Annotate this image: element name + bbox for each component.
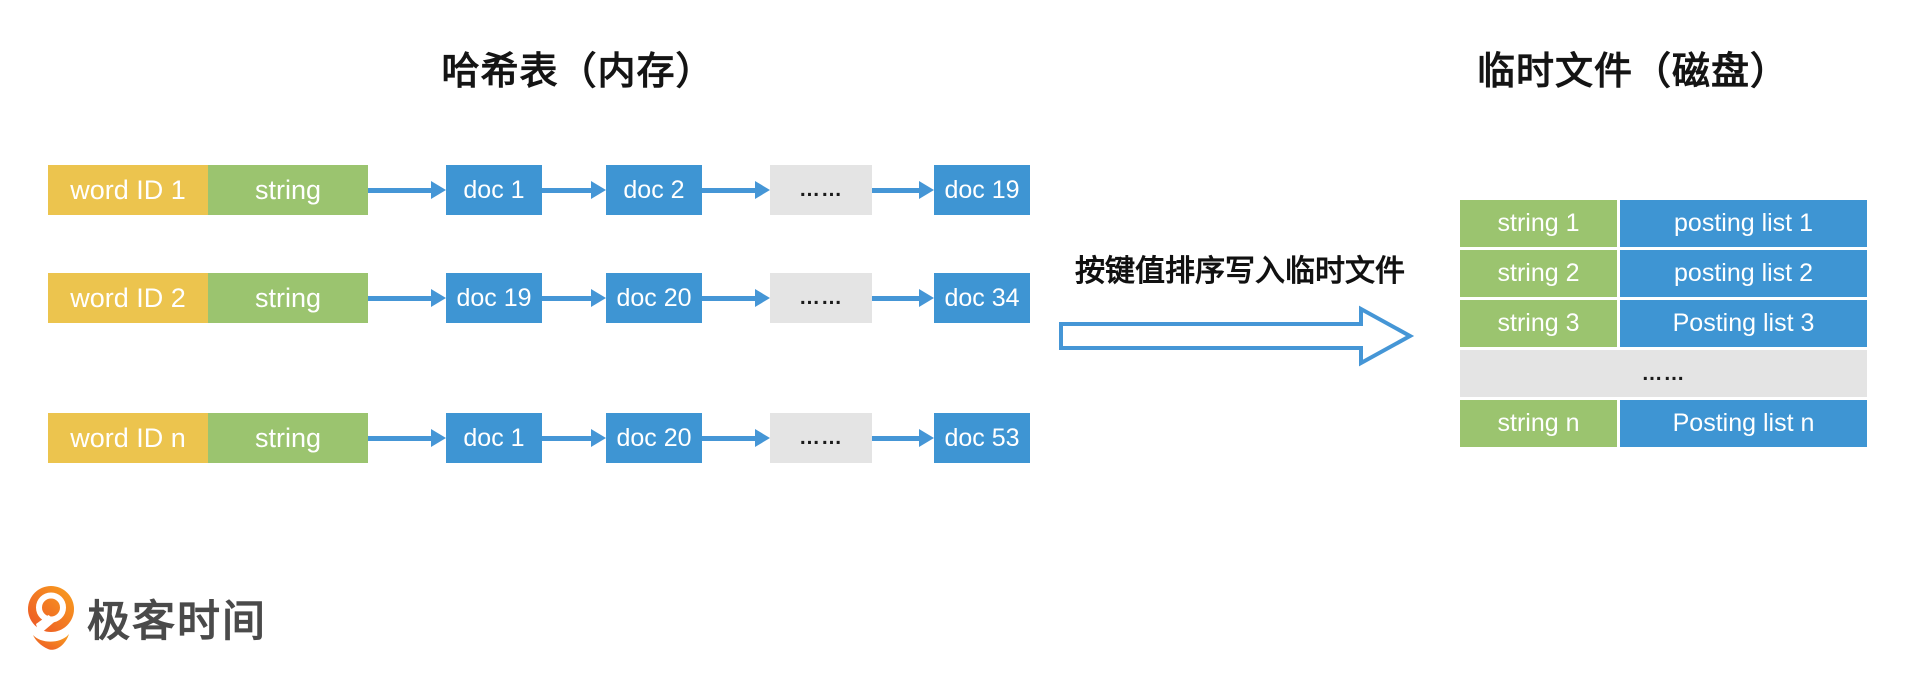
doc-cell: doc 34 bbox=[934, 273, 1030, 323]
posting-list-cell: posting list 1 bbox=[1620, 200, 1867, 247]
ellipsis-row: …… bbox=[1460, 350, 1867, 397]
geektime-logo-text: 极客时间 bbox=[87, 598, 267, 646]
word-id-cell: word ID n bbox=[48, 413, 208, 463]
posting-list-cell: Posting list n bbox=[1620, 400, 1867, 447]
table-row: string 2 posting list 2 bbox=[1460, 250, 1867, 297]
word-id-cell: word ID 2 bbox=[48, 273, 208, 323]
doc-cell: doc 19 bbox=[446, 273, 542, 323]
link-arrow-icon bbox=[702, 181, 770, 199]
doc-cell: doc 1 bbox=[446, 413, 542, 463]
table-row: string 3 Posting list 3 bbox=[1460, 300, 1867, 347]
word-id-cell: word ID 1 bbox=[48, 165, 208, 215]
ellipsis-cell: …… bbox=[770, 413, 872, 463]
string-cell: string 1 bbox=[1460, 200, 1617, 247]
link-arrow-icon bbox=[872, 429, 934, 447]
string-cell: string bbox=[208, 413, 368, 463]
doc-cell: doc 53 bbox=[934, 413, 1030, 463]
string-cell: string 3 bbox=[1460, 300, 1617, 347]
hash-table-title: 哈希表（内存） bbox=[441, 51, 715, 93]
link-arrow-icon bbox=[702, 429, 770, 447]
hash-row: word ID 1 string doc 1 doc 2 …… doc 19 bbox=[48, 165, 1030, 215]
link-arrow-icon bbox=[872, 181, 934, 199]
transfer-arrow-icon bbox=[1059, 305, 1415, 367]
doc-cell: doc 20 bbox=[606, 413, 702, 463]
link-arrow-icon bbox=[368, 181, 446, 199]
link-arrow-icon bbox=[368, 289, 446, 307]
link-arrow-icon bbox=[542, 181, 606, 199]
posting-list-cell: posting list 2 bbox=[1620, 250, 1867, 297]
transfer-label: 按键值排序写入临时文件 bbox=[1075, 255, 1405, 288]
doc-cell: doc 1 bbox=[446, 165, 542, 215]
temp-file-table: string 1 posting list 1 string 2 posting… bbox=[1460, 200, 1867, 450]
hash-row: word ID 2 string doc 19 doc 20 …… doc 34 bbox=[48, 273, 1030, 323]
table-row: string n Posting list n bbox=[1460, 400, 1867, 447]
link-arrow-icon bbox=[542, 429, 606, 447]
temp-file-title: 临时文件（磁盘） bbox=[1476, 51, 1789, 93]
doc-cell: doc 2 bbox=[606, 165, 702, 215]
hash-row: word ID n string doc 1 doc 20 …… doc 53 bbox=[48, 413, 1030, 463]
string-cell: string 2 bbox=[1460, 250, 1617, 297]
ellipsis-cell: …… bbox=[770, 165, 872, 215]
link-arrow-icon bbox=[542, 289, 606, 307]
link-arrow-icon bbox=[702, 289, 770, 307]
string-cell: string bbox=[208, 165, 368, 215]
string-cell: string bbox=[208, 273, 368, 323]
geektime-logo-icon bbox=[28, 586, 74, 650]
doc-cell: doc 20 bbox=[606, 273, 702, 323]
geektime-logo: 极客时间 bbox=[27, 584, 267, 652]
link-arrow-icon bbox=[368, 429, 446, 447]
ellipsis-cell: …… bbox=[770, 273, 872, 323]
link-arrow-icon bbox=[872, 289, 934, 307]
table-row: string 1 posting list 1 bbox=[1460, 200, 1867, 247]
doc-cell: doc 19 bbox=[934, 165, 1030, 215]
string-cell: string n bbox=[1460, 400, 1617, 447]
posting-list-cell: Posting list 3 bbox=[1620, 300, 1867, 347]
